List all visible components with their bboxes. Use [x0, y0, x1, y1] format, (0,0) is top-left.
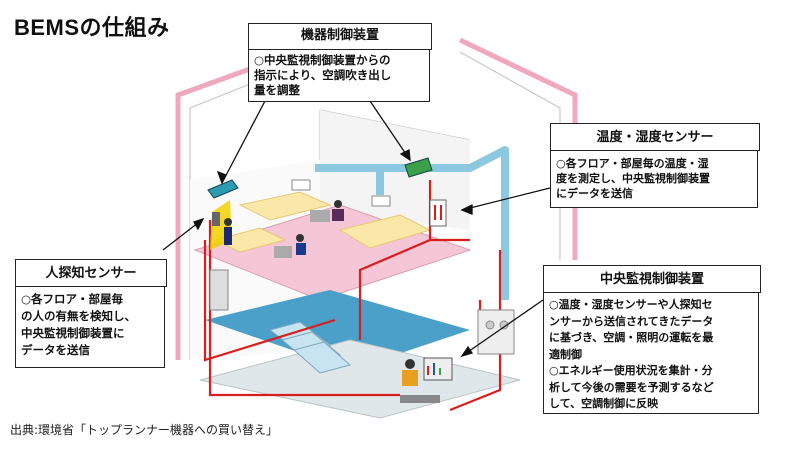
callout-central-control-header: 中央監視制御装置 — [543, 265, 761, 293]
callout-presence-header: 人探知センサー — [15, 259, 167, 287]
air-outlet-2 — [371, 195, 391, 207]
diagram-title: BEMSの仕組み — [14, 15, 170, 40]
callout-presence: 人探知センサー ○各フロア・部屋毎 の人の有無を検知し、 中央監視制御装置に デ… — [15, 259, 167, 368]
callout-central-control-line: ○温度・湿度センサーや人探知セ — [549, 298, 713, 311]
callout-device-control-line: ○中央監視制御装置からの — [254, 53, 391, 67]
callout-presence-line: データを送信 — [21, 343, 90, 357]
callout-leader-lines — [162, 100, 551, 358]
callout-device-control-line: 量を調整 — [254, 83, 300, 97]
callout-central-control-line: して、空調制御に反映 — [549, 397, 659, 410]
callout-central-control-line: ンサーから送信されてきたデータ — [549, 314, 714, 328]
callout-device-control-line: 指示により、空調吹き出し — [254, 68, 392, 82]
air-outlet-1 — [291, 179, 311, 191]
callout-central-control-line: に基づき、空調・照明の運転を最 — [549, 331, 714, 344]
callout-temp-humidity-line: ○各フロア・部屋毎の温度・湿 — [556, 157, 709, 170]
callout-temp-humidity: 温度・湿度センサー ○各フロア・部屋毎の温度・湿 度を測定し、中央監視制御装置 … — [550, 123, 760, 208]
callout-central-control: 中央監視制御装置 ○温度・湿度センサーや人探知セ ンサーから送信されてきたデータ… — [543, 265, 761, 414]
callout-temp-humidity-line: 度を測定し、中央監視制御装置 — [556, 172, 710, 185]
ceiling-light-1 — [238, 191, 332, 221]
source-caption: 出典:環境省「トップランナー機器への買い替え」 — [10, 423, 279, 437]
callout-presence-line: の人の有無を検知し、 — [21, 309, 136, 323]
thermometer-icon — [429, 199, 447, 227]
callout-presence-text: ○各フロア・部屋毎 の人の有無を検知し、 中央監視制御装置に データを送信 — [21, 291, 136, 359]
central-console-operator — [400, 357, 453, 403]
callout-temp-humidity-header: 温度・湿度センサー — [550, 123, 760, 151]
callout-central-control-line: ○エネルギー使用状況を集計・分 — [549, 364, 713, 377]
callout-central-control-line: 析して今後の需要を予測するなど — [549, 380, 714, 394]
device-control-unit-right — [404, 157, 433, 178]
callout-presence-line: ○各フロア・部屋毎 — [21, 292, 124, 306]
callout-device-control-text: ○中央監視制御装置からの 指示により、空調吹き出し 量を調整 — [254, 53, 391, 98]
callout-temp-humidity-line: にデータを送信 — [556, 187, 633, 200]
callout-central-control-line: 適制御 — [549, 347, 582, 361]
callout-device-control-header: 機器制御装置 — [248, 23, 432, 50]
callout-temp-humidity-text: ○各フロア・部屋毎の温度・湿 度を測定し、中央監視制御装置 にデータを送信 — [556, 156, 710, 201]
server-cabinet — [209, 269, 229, 311]
device-control-unit-left — [207, 179, 239, 199]
lower-floor — [205, 290, 470, 370]
staircase — [268, 321, 352, 374]
office-workers — [224, 200, 344, 258]
callout-central-control-text: ○温度・湿度センサーや人探知セ ンサーから送信されてきたデータ に基づき、空調・… — [549, 297, 714, 413]
callout-device-control: 機器制御装置 ○中央監視制御装置からの 指示により、空調吹き出し 量を調整 — [248, 23, 432, 102]
ceiling-light-3 — [213, 227, 287, 253]
presence-sensor-icon — [212, 212, 220, 226]
callout-presence-line: 中央監視制御装置に — [21, 326, 125, 340]
